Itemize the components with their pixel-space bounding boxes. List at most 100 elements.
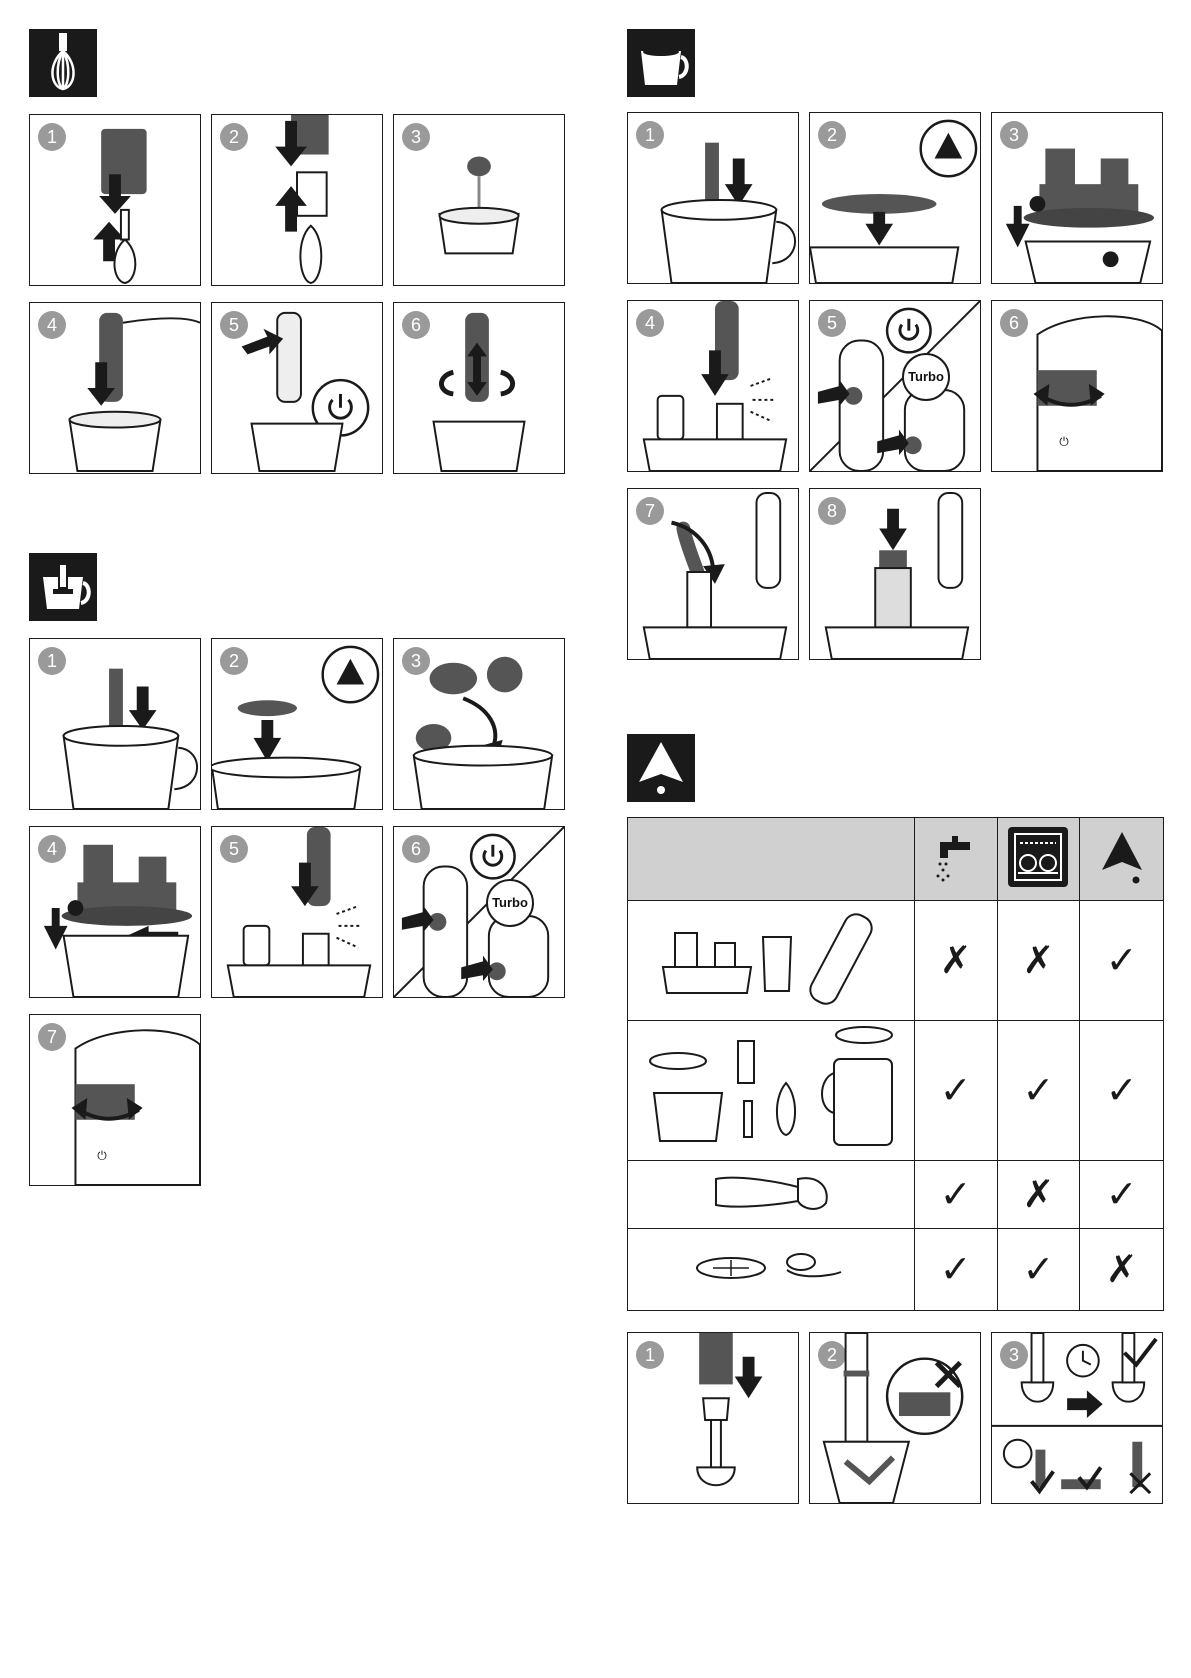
whisk-step-2: 2 (211, 114, 383, 286)
cleaning-step-2: 2 (809, 1332, 981, 1504)
dishwasher-mark-cell: ✓ (996, 1228, 1081, 1311)
step-number: 5 (818, 309, 846, 337)
slicer-step-2: 2 (809, 112, 981, 284)
slicer-step-6: 6 ⏻ (991, 300, 1163, 472)
cleaning-row: ✓ ✓ ✓ (627, 1020, 1164, 1161)
parts-blades (627, 1228, 915, 1311)
svg-text:⏻: ⏻ (97, 1148, 107, 1162)
cleaning-step-1: 1 (627, 1332, 799, 1504)
step-number: 6 (402, 311, 430, 339)
cross-mark: ✗ (1022, 939, 1055, 982)
step-number: 4 (636, 309, 664, 337)
whisk-section-icon (29, 29, 97, 97)
step-number: 5 (220, 311, 248, 339)
dishwasher-icon (1008, 826, 1069, 887)
dishwasher-mark-cell: ✗ (996, 1160, 1081, 1229)
slicer-step-3: 3 (991, 112, 1163, 284)
svg-text:⏻: ⏻ (1059, 434, 1069, 448)
step-number: 4 (38, 311, 66, 339)
check-mark: ✓ (1105, 1173, 1138, 1216)
check-mark: ✓ (939, 1173, 972, 1216)
step-number: 8 (818, 497, 846, 525)
step-number: 6 (1000, 309, 1028, 337)
step-number: 5 (220, 835, 248, 863)
dry-mark-cell: ✗ (1079, 1228, 1164, 1311)
whisk-step-3: 3 (393, 114, 565, 286)
step-number: 2 (818, 121, 846, 149)
slicer-step-8: 8 (809, 488, 981, 660)
parts-blender-shaft (627, 1160, 915, 1229)
header-blank-cell (627, 817, 915, 901)
step-number: 7 (38, 1023, 66, 1051)
chopper-step-6: 6 Turbo (393, 826, 565, 998)
parts-accessories (627, 1020, 915, 1161)
dishwasher-mark-cell: ✗ (996, 900, 1081, 1021)
cleaning-row: ✓ ✓ ✗ (627, 1228, 1164, 1311)
slicer-step-1: 1 (627, 112, 799, 284)
check-mark: ✓ (1105, 939, 1138, 982)
check-mark: ✓ (1105, 1069, 1138, 1112)
step-number: 1 (636, 1341, 664, 1369)
check-mark: ✓ (939, 1248, 972, 1291)
cloth-wipe-icon (1101, 831, 1142, 883)
accessories-parts-illustration (648, 1026, 893, 1146)
step-number: 7 (636, 497, 664, 525)
slicer-step-7: 7 (627, 488, 799, 660)
dry-mark-cell: ✓ (1079, 1160, 1164, 1229)
step-number: 1 (38, 123, 66, 151)
cleaning-table: ✗ ✗ ✓ ✓ ✓ ✓ ✓ ✗ ✓ ✓ ✓ ✗ (627, 817, 1164, 1311)
slicer-step-4: 4 (627, 300, 799, 472)
motor-unit-parts-illustration (661, 913, 873, 1005)
whisk-step-5: 5 (211, 302, 383, 474)
cleaning-row: ✗ ✗ ✓ (627, 900, 1164, 1021)
step-number: 2 (220, 123, 248, 151)
header-dry-cell (1079, 817, 1164, 901)
step-number: 4 (38, 835, 66, 863)
chopper-step-1: 1 (29, 638, 201, 810)
step-number: 2 (818, 1341, 846, 1369)
tap-mark-cell: ✗ (913, 900, 998, 1021)
step-number: 2 (220, 647, 248, 675)
step-number: 1 (636, 121, 664, 149)
chopper-step-5: 5 (211, 826, 383, 998)
chopper-step-7: 7 ⏻ (29, 1014, 201, 1186)
check-mark: ✓ (1022, 1248, 1055, 1291)
dry-mark-cell: ✓ (1079, 1020, 1164, 1161)
chopper-step-4: 4 (29, 826, 201, 998)
cross-mark: ✗ (1105, 1248, 1138, 1291)
dishwasher-mark-cell: ✓ (996, 1020, 1081, 1161)
cleaning-step-3: 3 (991, 1332, 1163, 1504)
blades-illustration (695, 1253, 842, 1279)
cleaning-row: ✓ ✗ ✓ (627, 1160, 1164, 1229)
tap-mark-cell: ✓ (913, 1228, 998, 1311)
tap-water-icon (936, 835, 970, 881)
cross-mark: ✗ (1022, 1173, 1055, 1216)
cleaning-section-icon (627, 734, 695, 802)
cleaning-table-header (627, 817, 1164, 901)
tap-mark-cell: ✓ (913, 1160, 998, 1229)
blender-shaft-illustration (714, 1176, 828, 1210)
step-number: 1 (38, 647, 66, 675)
whisk-step-1: 1 (29, 114, 201, 286)
whisk-step-4: 4 (29, 302, 201, 474)
chopper-bowl-section-icon (29, 553, 97, 621)
dry-mark-cell: ✓ (1079, 900, 1164, 1021)
chopper-step-2: 2 (211, 638, 383, 810)
step-number: 3 (1000, 1341, 1028, 1369)
header-dishwasher-cell (996, 817, 1081, 901)
step-number: 3 (1000, 121, 1028, 149)
turbo-button-label: Turbo (902, 353, 950, 401)
slicer-bowl-section-icon (627, 29, 695, 97)
header-tap-cell (913, 817, 998, 901)
cross-mark: ✗ (939, 939, 972, 982)
step-number: 3 (402, 123, 430, 151)
step-number: 3 (402, 647, 430, 675)
turbo-button-label: Turbo (486, 879, 534, 927)
check-mark: ✓ (1022, 1069, 1055, 1112)
check-mark: ✓ (939, 1069, 972, 1112)
slicer-step-5: 5 Turbo (809, 300, 981, 472)
chopper-step-3: 3 (393, 638, 565, 810)
tap-mark-cell: ✓ (913, 1020, 998, 1161)
whisk-step-6: 6 (393, 302, 565, 474)
step-number: 6 (402, 835, 430, 863)
